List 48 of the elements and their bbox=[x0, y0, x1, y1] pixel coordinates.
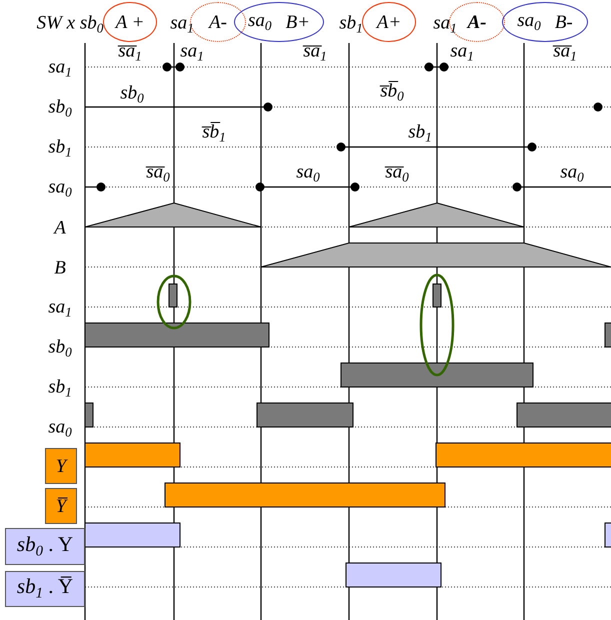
signal-label: s̅a̅$_{1}$ bbox=[303, 41, 327, 63]
signal-label: A bbox=[54, 218, 66, 238]
step-label: A + bbox=[116, 12, 144, 32]
signal-box bbox=[45, 488, 77, 524]
step-ellipse bbox=[362, 2, 416, 42]
step-label: sb$_{0}$ . Y bbox=[16, 534, 74, 560]
step-ellipse bbox=[449, 2, 505, 42]
signal-label: sb$_{1}$ bbox=[48, 137, 72, 159]
step-label: A- bbox=[468, 12, 486, 32]
signal-box bbox=[45, 448, 77, 484]
step-ellipse bbox=[234, 2, 324, 42]
signal-label: sb$_{1}$ bbox=[48, 377, 72, 399]
step-label: A- bbox=[209, 12, 227, 32]
signal-label: sb$_{0}$ bbox=[48, 97, 72, 119]
step-label: B- bbox=[554, 12, 573, 32]
step-ellipse bbox=[103, 2, 157, 42]
signal-label: sa$_{1}$ bbox=[48, 57, 72, 79]
signal-label: sa$_{1}$ bbox=[180, 41, 204, 63]
signal-box bbox=[5, 571, 85, 607]
signal-label: s̅a̅$_{0}$ bbox=[146, 162, 170, 184]
signal-label: sa$_{1}$ bbox=[433, 13, 457, 35]
step-label: sb$_{1}$ . Y̅ bbox=[16, 576, 74, 602]
signal-label: sb$_{1}$ bbox=[408, 122, 432, 144]
signal-label: sa$_{1}$ bbox=[170, 13, 194, 35]
signal-label: s̅b̅$_{1}$ bbox=[202, 122, 226, 144]
signal-label: s̅a̅$_{1}$ bbox=[118, 41, 142, 63]
signal-label: s̅b̅$_{0}$ bbox=[380, 81, 404, 103]
signal-label: sa$_{0}$ bbox=[560, 162, 584, 184]
signal-label: s̅a̅$_{1}$ bbox=[553, 41, 577, 63]
step-label: Y bbox=[56, 456, 66, 476]
signal-label: SW x sb$_{0}$ bbox=[36, 13, 104, 35]
signal-label: sa$_{0}$ bbox=[296, 162, 320, 184]
signal-label: sb$_{1}$ bbox=[339, 13, 363, 35]
signal-label: sb$_{0}$ bbox=[120, 83, 144, 105]
step-ellipse bbox=[502, 2, 588, 42]
step-label: sa$_{0}$ bbox=[248, 11, 272, 33]
signal-box bbox=[5, 528, 85, 565]
signal-label: s̅a̅$_{0}$ bbox=[385, 162, 409, 184]
signal-label: sa$_{1}$ bbox=[48, 297, 72, 319]
step-label: Y̅ bbox=[56, 496, 66, 516]
step-label: B+ bbox=[286, 12, 310, 32]
signal-label: sa$_{1}$ bbox=[450, 41, 474, 63]
signal-label: B bbox=[54, 258, 66, 278]
step-label: A+ bbox=[376, 12, 402, 32]
signal-label: sa$_{0}$ bbox=[48, 177, 72, 199]
signal-label: sb$_{0}$ bbox=[48, 337, 72, 359]
step-label: sa$_{0}$ bbox=[517, 11, 541, 33]
signal-label: sa$_{0}$ bbox=[48, 417, 72, 439]
